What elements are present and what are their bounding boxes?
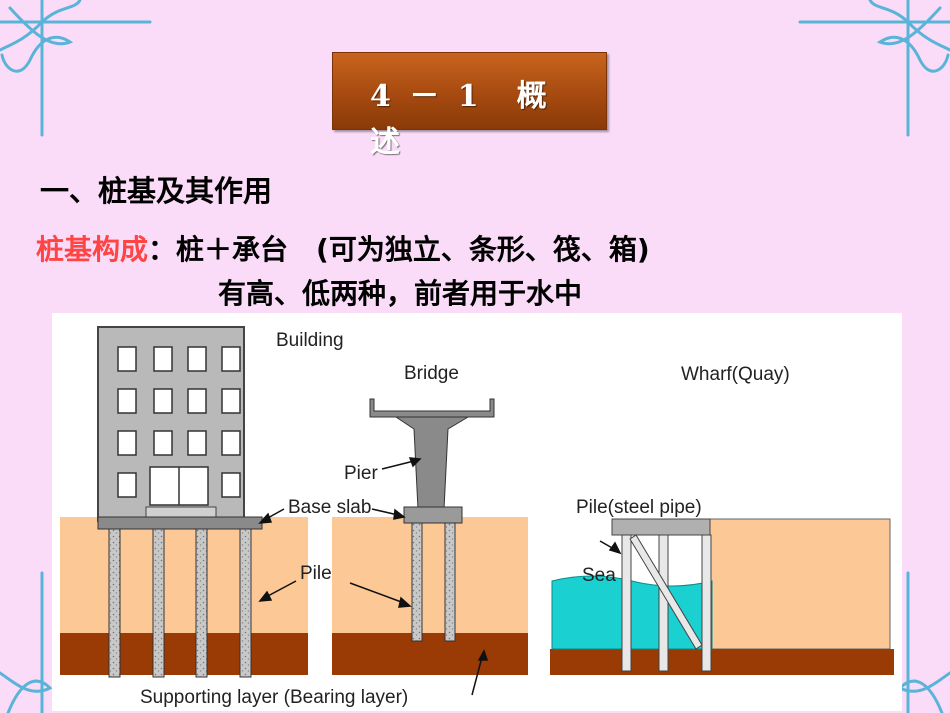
bridge-piles bbox=[411, 522, 456, 642]
building-bearing-layer bbox=[60, 633, 308, 675]
building-base-slab bbox=[97, 516, 263, 530]
label-pier: Pier bbox=[344, 463, 378, 484]
corner-decoration-top-left bbox=[0, 0, 152, 137]
pointer-arrows bbox=[258, 457, 622, 696]
label-sea: Sea bbox=[582, 565, 616, 586]
building-windows bbox=[117, 346, 241, 506]
building-soil bbox=[60, 517, 308, 633]
label-steel-pile: Pile(steel pipe) bbox=[576, 497, 702, 518]
label-base-slab: Base slab bbox=[288, 497, 371, 518]
building-entrance-step bbox=[145, 506, 217, 518]
wharf-bearing-layer bbox=[550, 649, 894, 675]
composition-text: ：桩＋承台 (可为独立、条形、筏、箱) bbox=[148, 233, 650, 266]
bridge-bearing-layer bbox=[332, 633, 528, 675]
label-supporting-layer: Supporting layer (Bearing layer) bbox=[140, 687, 408, 708]
label-pile: Pile bbox=[300, 563, 332, 584]
wharf-deck bbox=[611, 518, 711, 536]
label-bridge: Bridge bbox=[404, 363, 459, 384]
wharf-soil bbox=[709, 518, 891, 650]
corner-decoration-top-right bbox=[798, 0, 950, 137]
label-wharf: Wharf(Quay) bbox=[681, 364, 790, 385]
slide-title-box bbox=[332, 52, 607, 130]
composition-label: 桩基构成 bbox=[36, 233, 149, 266]
corner-decoration-bottom-left bbox=[0, 571, 53, 713]
height-note: 有高、低两种，前者用于水中 bbox=[218, 277, 583, 310]
sea-water bbox=[551, 575, 713, 650]
composition-line: 桩基构成：桩＋承台 (可为独立、条形、筏、箱) bbox=[36, 228, 650, 268]
pile-foundation-figure: Building Bridge Wharf(Quay) Pier Base sl… bbox=[52, 313, 902, 711]
building-piles bbox=[108, 528, 252, 678]
wharf-steel-piles bbox=[621, 534, 712, 672]
bridge-base-slab bbox=[403, 506, 463, 524]
section-heading: 一、桩基及其作用 bbox=[40, 174, 273, 208]
label-building: Building bbox=[276, 330, 344, 351]
slide-title: 4 － 1 概述 bbox=[370, 79, 551, 160]
bridge-soil bbox=[332, 517, 528, 633]
